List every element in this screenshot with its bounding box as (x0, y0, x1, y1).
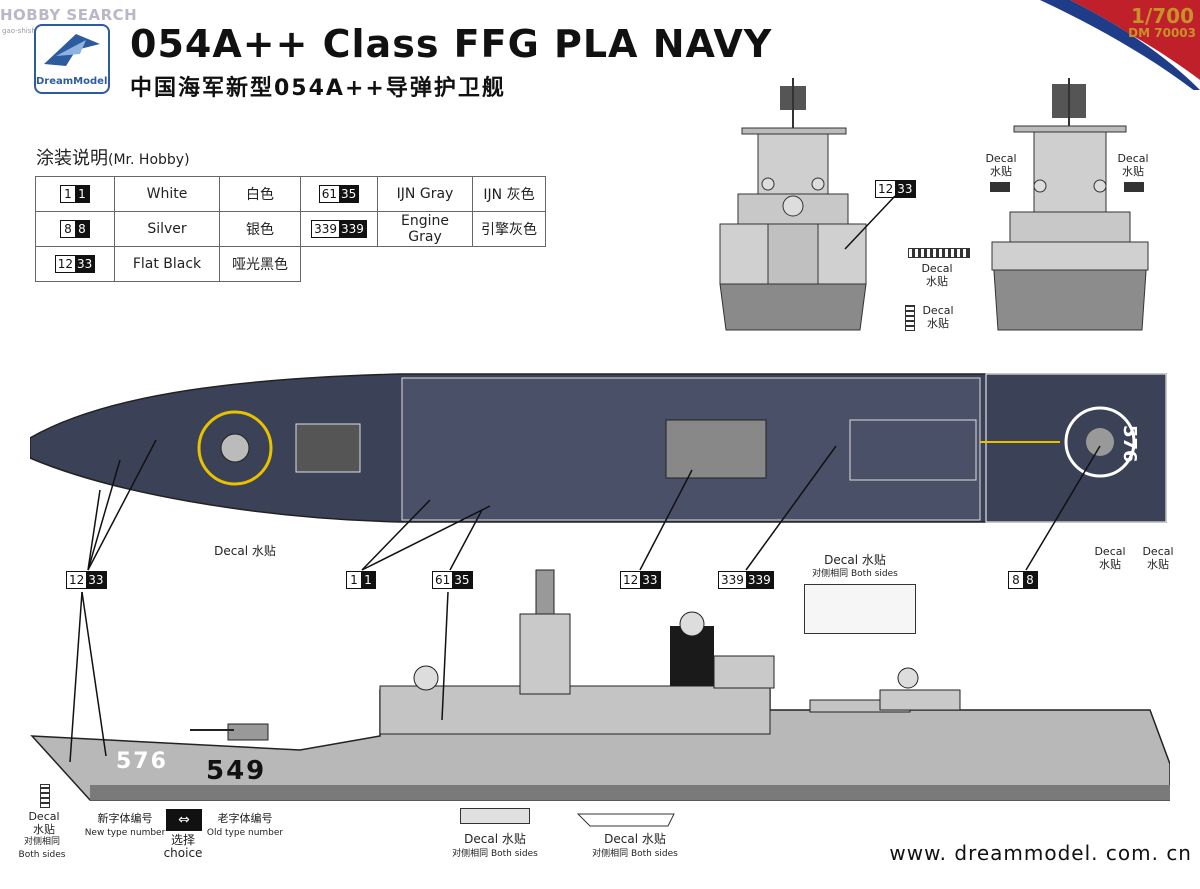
choice-arrows-icon: ⇔ (166, 809, 202, 831)
corner-banner (1010, 0, 1200, 90)
color-name: Engine Gray (377, 211, 473, 247)
decal-strip-small (40, 784, 50, 808)
product-code: DM 70003 (1128, 26, 1196, 40)
watermark-sub: gao-shishi.com (2, 27, 55, 35)
hull-number-new: 576 (116, 749, 168, 774)
logo-bird-icon (44, 34, 100, 66)
color-name: White (114, 176, 220, 212)
decal-strip-bow (576, 813, 675, 827)
decal-label: Decal 水贴 (824, 553, 886, 567)
scale-label: 1/700 (1131, 4, 1194, 28)
rear-view-drawing (991, 78, 1149, 331)
paint-guide-heading: 涂装说明(Mr. Hobby) (36, 144, 190, 170)
hull-number-old: 549 (206, 756, 267, 786)
decal-swatch (1124, 182, 1144, 192)
both-sides-label: 对侧相同 Both sides (452, 849, 538, 859)
paint-heading-brand: (Mr. Hobby) (108, 152, 190, 168)
color-name-cn: 引擎灰色 (472, 211, 546, 247)
decal-strip-small (905, 305, 915, 331)
both-sides-label: 对侧相同 Both sides (812, 569, 898, 579)
page-title: 054A++ Class FFG PLA NAVY (130, 22, 773, 66)
leader-line (844, 195, 896, 250)
color-name: Flat Black (114, 246, 220, 282)
decal-strip-front (908, 248, 970, 258)
decal-sheet-preview (804, 584, 916, 634)
color-name-cn: 银色 (219, 211, 301, 247)
color-name-cn: IJN 灰色 (472, 176, 546, 212)
watermark: HOBBY SEARCH (0, 6, 138, 24)
website-url: www. dreammodel. com. cn (889, 841, 1192, 865)
decal-swatch (990, 182, 1010, 192)
paint-heading-cn: 涂装说明 (36, 148, 108, 169)
decal-label: Decal 水贴 (464, 832, 526, 846)
both-sides-label: 对侧相同 Both sides (592, 849, 678, 859)
side-leader-lines (69, 591, 449, 763)
logo-text: DreamModel (36, 76, 108, 87)
side-view-drawing (30, 569, 1170, 801)
color-name: IJN Gray (377, 176, 473, 212)
color-name-cn: 白色 (219, 176, 301, 212)
front-view-drawing (719, 78, 867, 331)
brand-logo (34, 24, 110, 94)
color-name-cn: 哑光黑色 (219, 246, 301, 282)
leader-lines (87, 440, 1101, 571)
top-view-drawing (30, 373, 1167, 523)
page-subtitle: 中国海军新型054A++导弹护卫舰 (130, 76, 506, 101)
decal-strip-waterline (460, 808, 530, 824)
color-name: Silver (114, 211, 220, 247)
decal-label: Decal 水贴 (214, 544, 276, 558)
decal-label: Decal 水贴 (604, 832, 666, 846)
